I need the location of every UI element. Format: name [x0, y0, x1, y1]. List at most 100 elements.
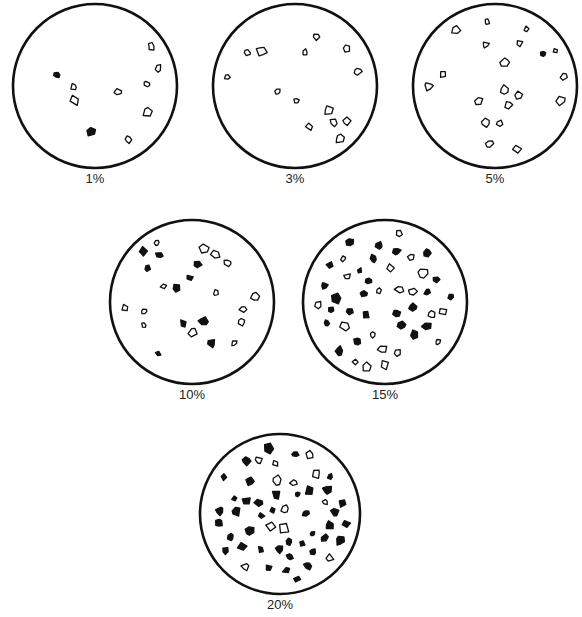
particle — [194, 261, 202, 267]
particle — [294, 99, 299, 103]
percent-label: 15% — [301, 387, 469, 402]
circle-border — [213, 4, 377, 168]
particle — [377, 288, 382, 294]
particle — [155, 65, 160, 73]
particle — [315, 302, 321, 309]
particle — [114, 89, 122, 95]
particle — [377, 346, 386, 352]
particle — [424, 249, 431, 257]
circle-border — [413, 4, 577, 168]
particle — [424, 289, 431, 295]
particle — [323, 487, 332, 495]
particle — [270, 507, 275, 513]
particle — [224, 260, 231, 266]
particle — [214, 290, 219, 296]
particle — [408, 254, 415, 260]
sample-circle: 1% — [11, 2, 179, 170]
particle — [409, 288, 418, 295]
particle — [336, 134, 344, 143]
particle — [517, 41, 523, 47]
particle — [266, 565, 272, 570]
particle — [142, 323, 146, 327]
particle — [346, 239, 354, 246]
particle — [276, 546, 283, 554]
particle — [283, 568, 290, 573]
particle — [421, 323, 431, 329]
particle — [292, 452, 299, 456]
particle — [343, 117, 351, 126]
particle — [71, 84, 76, 90]
particle — [300, 541, 305, 546]
particle — [524, 26, 529, 32]
particle — [418, 269, 428, 278]
particle — [173, 284, 180, 292]
particle — [354, 68, 362, 75]
particle — [223, 548, 228, 555]
particle — [145, 265, 151, 271]
particle — [327, 474, 332, 480]
particle — [505, 102, 513, 109]
sample-circle: 5% — [411, 2, 579, 170]
particle — [256, 48, 267, 56]
particle — [354, 338, 361, 345]
particle — [394, 287, 403, 293]
percent-label: 5% — [411, 171, 579, 186]
particle — [541, 52, 546, 57]
particle — [340, 322, 350, 331]
particle — [343, 45, 349, 52]
particle — [394, 350, 400, 357]
particle — [296, 492, 301, 497]
particle — [149, 43, 154, 51]
particle — [387, 264, 394, 272]
particle — [281, 505, 288, 513]
particle — [216, 507, 223, 516]
particle — [346, 309, 353, 315]
particle — [181, 320, 186, 327]
particle — [290, 480, 298, 486]
particle — [259, 547, 264, 553]
particle — [310, 549, 316, 555]
particle — [341, 256, 346, 262]
sample-circle: 15% — [301, 218, 469, 386]
particle — [485, 141, 493, 147]
particle — [326, 262, 333, 269]
particle — [139, 247, 147, 257]
particle — [142, 309, 147, 314]
particle — [326, 521, 333, 529]
particle — [211, 250, 220, 258]
particle — [244, 50, 250, 56]
particle — [556, 96, 565, 105]
particle — [273, 491, 280, 499]
particle — [332, 293, 341, 304]
particle — [448, 294, 454, 300]
particle — [242, 498, 250, 504]
particle — [393, 249, 402, 255]
particle — [198, 317, 208, 325]
particle — [216, 519, 223, 526]
particle — [329, 307, 334, 312]
particle — [251, 292, 260, 300]
particle — [228, 533, 234, 540]
particle — [265, 443, 274, 454]
particle — [397, 321, 406, 329]
particle — [280, 524, 289, 533]
particle — [306, 451, 313, 459]
particle — [266, 522, 276, 531]
particle — [238, 543, 248, 551]
particle — [273, 461, 278, 467]
circle-outline — [198, 432, 362, 596]
particle — [339, 500, 346, 507]
particle — [246, 477, 254, 485]
particle — [304, 563, 312, 570]
percent-label: 1% — [11, 171, 179, 186]
particle — [330, 119, 337, 127]
particle — [482, 118, 490, 127]
circle-outline — [301, 218, 469, 386]
particle — [425, 83, 433, 91]
particle — [352, 359, 358, 365]
percent-label: 20% — [198, 597, 362, 612]
particle — [144, 81, 149, 86]
particle — [225, 75, 231, 80]
particle — [397, 231, 403, 237]
particle — [232, 341, 237, 346]
